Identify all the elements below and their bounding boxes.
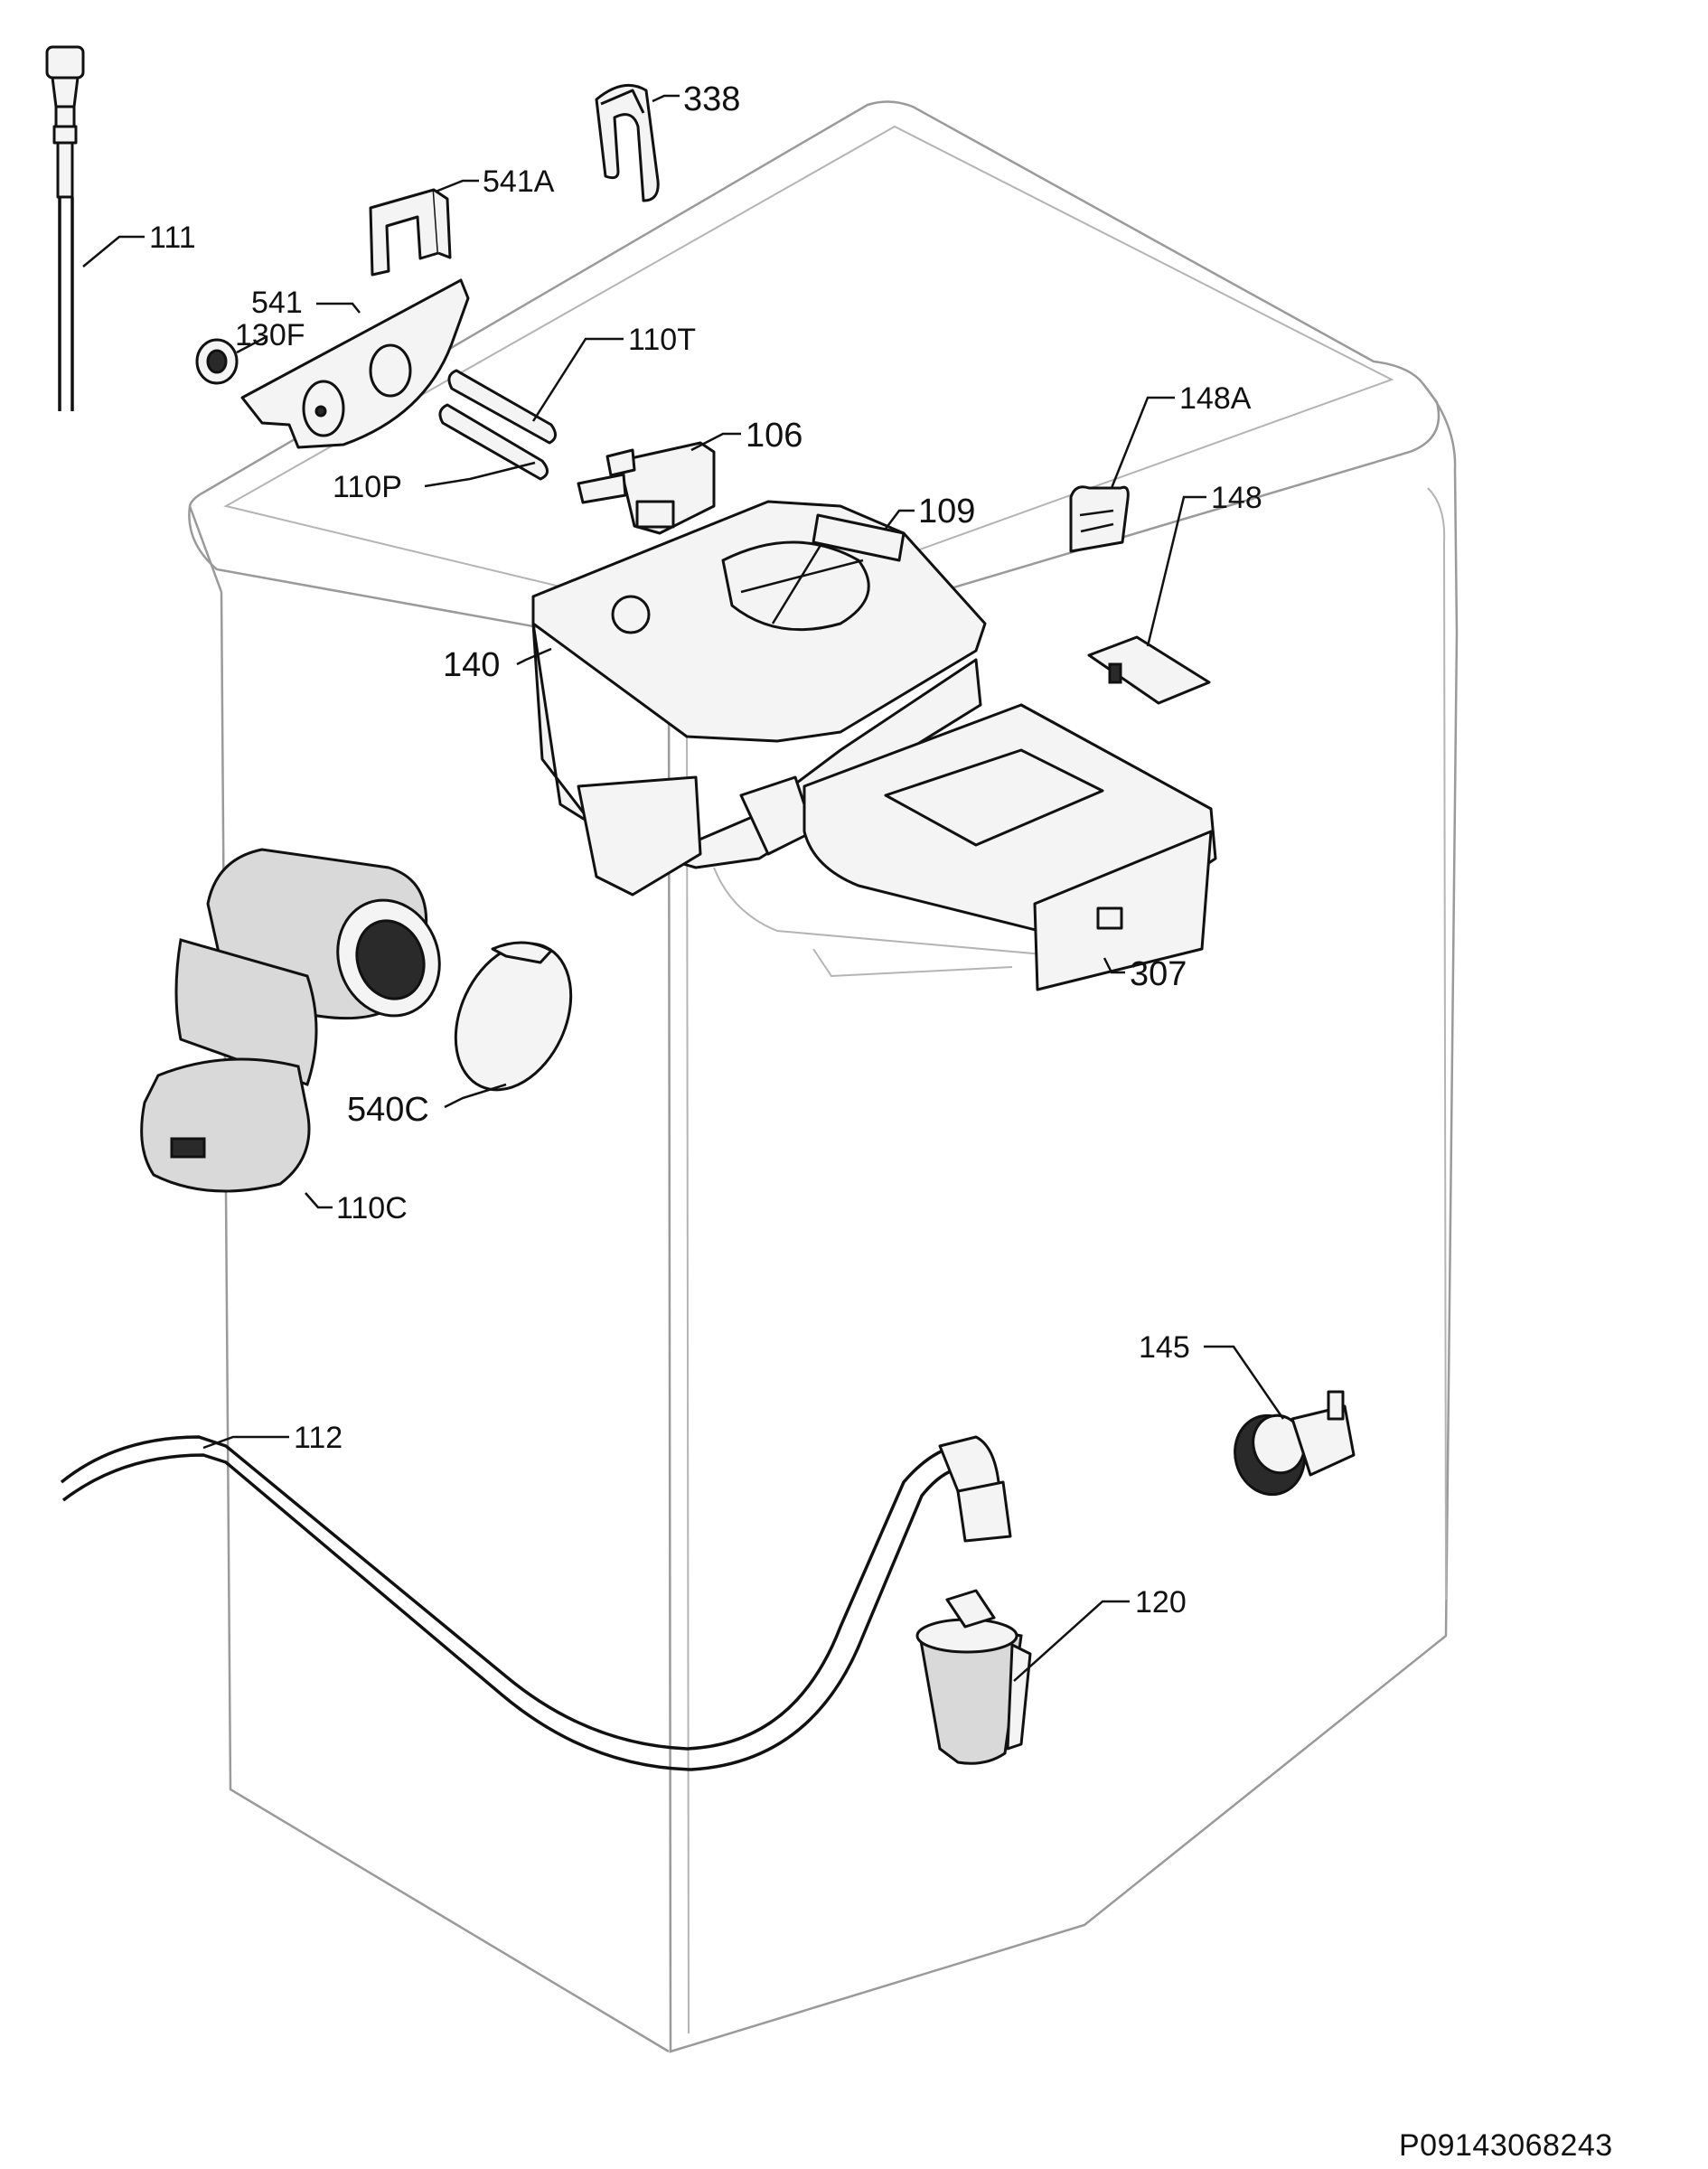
inlet-hose-111: [45, 45, 85, 411]
label-120: 120: [1135, 1585, 1187, 1620]
label-140: 140: [443, 646, 500, 684]
label-130f: 130F: [235, 318, 305, 352]
label-541: 541: [251, 286, 303, 320]
part-labels: 111 338 541A 541 130F 110T 106 110P 148A…: [149, 80, 1613, 2163]
valve-106: [577, 441, 716, 535]
clip-338: [595, 83, 660, 202]
label-110p: 110P: [333, 470, 402, 504]
clamp-540c: [454, 941, 573, 1092]
drawing-code: P09143068243: [1399, 2128, 1613, 2163]
leader-lines: [82, 94, 1285, 1682]
label-110t: 110T: [628, 323, 696, 357]
dispenser-body-140: [531, 622, 982, 897]
drain-filter-120: [915, 1589, 1032, 1765]
part-148: [1087, 635, 1211, 705]
dispenser-drawer-307: [802, 703, 1217, 991]
label-110c: 110C: [336, 1191, 408, 1225]
sump-hose-110c: [140, 848, 441, 1193]
clip-148a: [1069, 485, 1130, 553]
pressure-switch-145: [1234, 1390, 1356, 1497]
label-148: 148: [1211, 481, 1262, 515]
label-148a: 148A: [1179, 381, 1252, 416]
label-338: 338: [683, 80, 740, 118]
drain-hose-112: [60, 1435, 1012, 1771]
tube-110t: [447, 369, 557, 445]
clip-541a: [369, 188, 452, 277]
label-145: 145: [1139, 1330, 1190, 1365]
label-540c: 540C: [347, 1091, 429, 1129]
label-112: 112: [294, 1421, 343, 1455]
bracket-541: [240, 278, 470, 449]
label-307: 307: [1130, 955, 1187, 993]
label-106: 106: [746, 417, 802, 455]
label-109: 109: [918, 493, 975, 531]
tube-110p: [438, 403, 549, 481]
label-111: 111: [149, 221, 196, 255]
gasket-130f: [195, 338, 239, 385]
dispenser-housing-109: [531, 500, 987, 743]
label-541a: 541A: [483, 164, 555, 199]
